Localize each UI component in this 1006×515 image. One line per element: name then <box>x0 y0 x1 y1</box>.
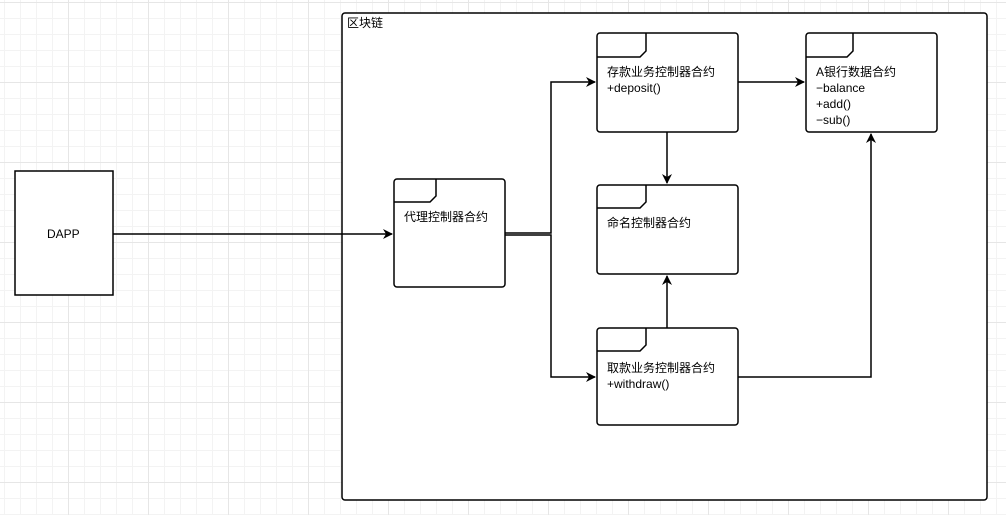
arrow-proxy-to-withdraw <box>505 234 596 382</box>
deposit-contract-text: 存款业务控制器合约 +deposit() <box>607 64 715 96</box>
arrow-withdraw-to-bank <box>738 133 876 378</box>
bank-method-sub: −sub() <box>816 113 851 127</box>
naming-contract-box[interactable] <box>596 184 739 275</box>
deposit-contract-name: 存款业务控制器合约 <box>607 65 716 79</box>
proxy-contract-label: 代理控制器合约 <box>404 210 489 224</box>
withdraw-contract-text: 取款业务控制器合约 +withdraw() <box>607 360 715 392</box>
naming-contract-label: 命名控制器合约 <box>607 216 692 230</box>
blockchain-label: 区块链 <box>347 16 384 30</box>
proxy-contract-box[interactable] <box>393 178 506 288</box>
dapp-box[interactable] <box>14 170 114 296</box>
bank-field-balance: −balance <box>816 81 866 95</box>
dapp-label: DAPP <box>47 227 80 241</box>
withdraw-method: +withdraw() <box>607 377 670 391</box>
deposit-method: +deposit() <box>607 81 661 95</box>
arrow-proxy-to-deposit <box>505 77 596 234</box>
bank-method-add: +add() <box>816 97 852 111</box>
bank-contract-text: A银行数据合约 −balance +add() −sub() <box>816 64 896 128</box>
bank-data-contract-box[interactable] <box>805 32 938 133</box>
withdraw-contract-name: 取款业务控制器合约 <box>607 361 716 375</box>
bank-contract-name: A银行数据合约 <box>816 65 897 79</box>
